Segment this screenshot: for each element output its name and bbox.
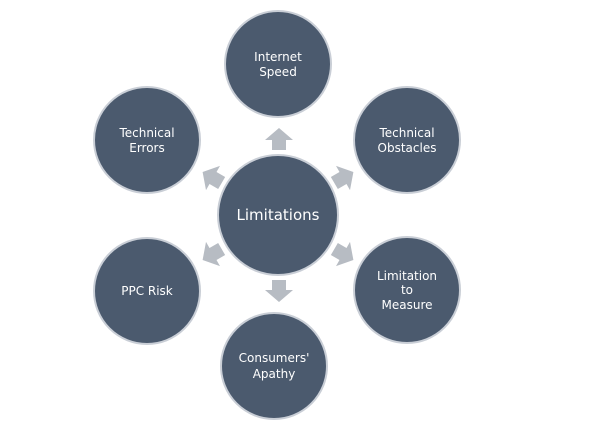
node-internet-speed: Internet Speed [224,10,332,118]
node-consumers-apathy: Consumers' Apathy [220,312,328,420]
node-label-line: Measure [382,298,433,312]
node-label-line: to [401,283,413,297]
node-technical-errors: Technical Errors [93,86,201,194]
node-label-line: Limitation [377,269,437,283]
node-label-line: Technical [378,126,434,140]
arrow-to-consumers-apathy [265,280,293,302]
node-label-line: Consumers' [239,351,310,365]
node-label-line: PPC Risk [121,284,173,298]
arrow-to-technical-obstacles [330,165,354,191]
arrow-to-limitation-to-measure [330,241,354,267]
node-label-line: Obstacles [378,141,437,155]
node-label-line: Apathy [253,367,296,381]
node-technical-obstacles: Technical Obstacles [353,86,461,194]
node-ppc-risk: PPC Risk [93,237,201,345]
center-node: Limitations [217,154,339,276]
node-label-line: Internet [254,50,302,64]
node-limitation-to-measure: Limitation to Measure [353,236,461,344]
node-label-line: Speed [259,65,297,79]
arrow-to-technical-errors [202,165,226,191]
node-label-line: Technical [118,126,174,140]
arrows [202,128,354,302]
center-label: Limitations [237,206,320,224]
node-label-line: Errors [129,141,165,155]
arrow-to-ppc-risk [202,241,226,267]
arrow-to-internet-speed [265,128,293,150]
